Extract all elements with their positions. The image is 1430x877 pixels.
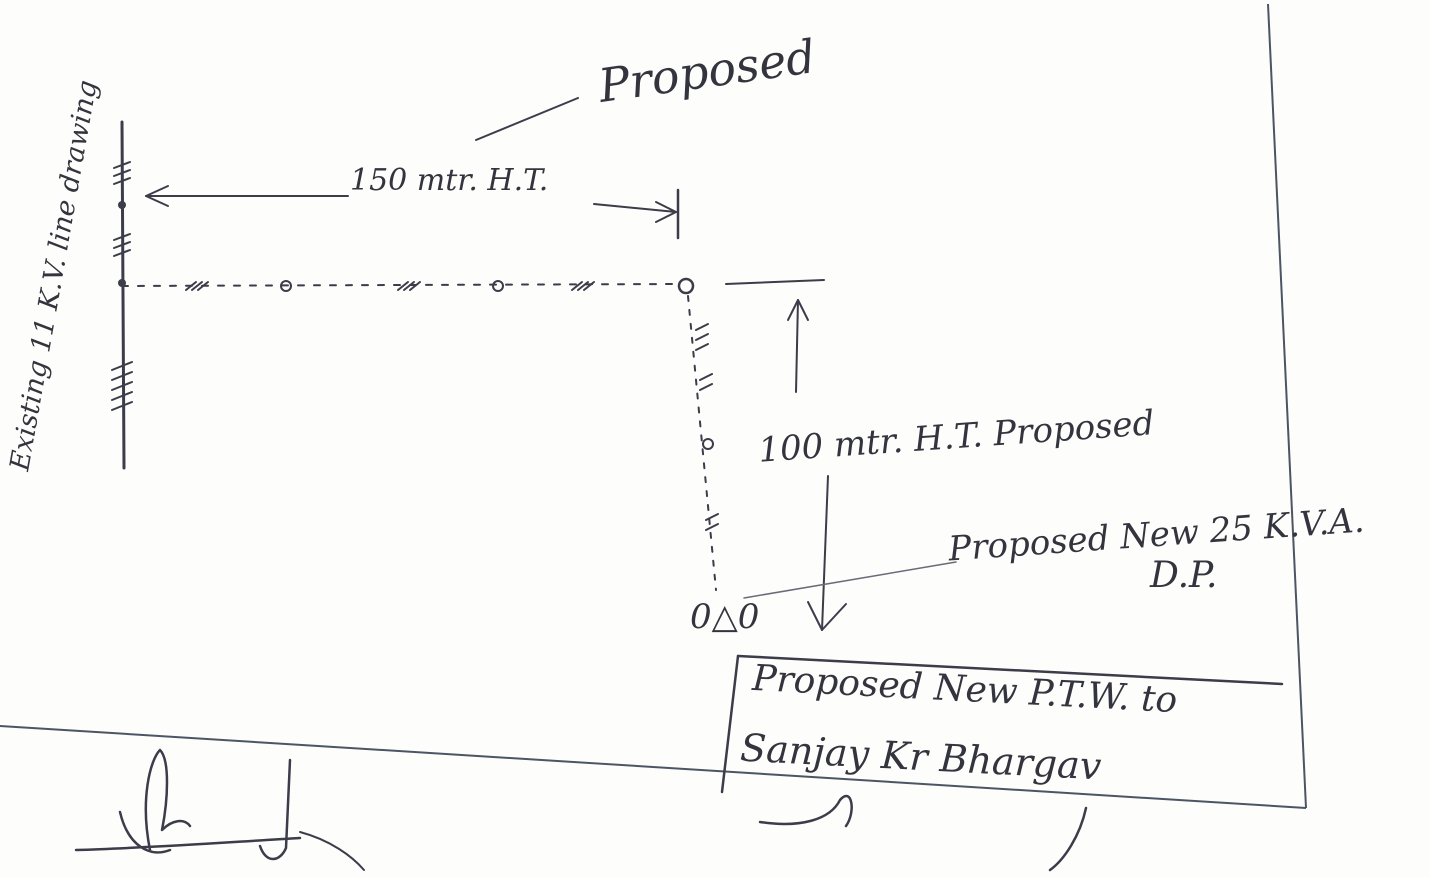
pole-mark bbox=[118, 201, 126, 209]
ht-150-label: 150 mtr. H.T. bbox=[350, 163, 549, 198]
ptw-box bbox=[720, 654, 1284, 794]
dimension-100-up-arrow bbox=[787, 299, 809, 393]
proposed-ht-horizontal bbox=[121, 277, 825, 295]
signature-left bbox=[74, 748, 365, 871]
dp-label-line2: D.P. bbox=[1150, 555, 1218, 596]
dp-symbol: 0△0 bbox=[690, 597, 760, 637]
proposed-ht-vertical bbox=[687, 295, 719, 591]
sheet-border-right bbox=[1267, 3, 1307, 809]
dimension-100-down-arrow bbox=[807, 475, 847, 631]
existing-line bbox=[111, 120, 133, 470]
proposed-pointer bbox=[475, 97, 579, 141]
dp-pointer bbox=[743, 561, 957, 599]
dimension-150 bbox=[145, 185, 680, 240]
